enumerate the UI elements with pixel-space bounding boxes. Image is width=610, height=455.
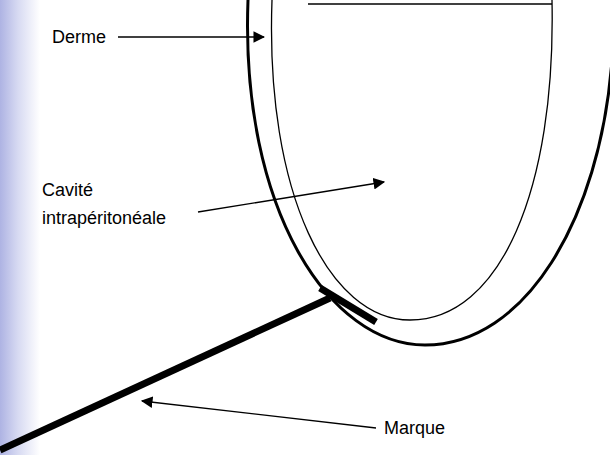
tag-label: Marque xyxy=(384,414,445,442)
tag-anchor xyxy=(320,288,376,322)
derme-pointer xyxy=(118,36,264,37)
cavity-pointer xyxy=(198,182,384,212)
outer-skin xyxy=(248,0,610,345)
slide-ground xyxy=(0,0,40,455)
cavity-wall xyxy=(271,0,552,320)
cavity-label: Cavité intrapéritonéale xyxy=(42,176,192,232)
tag-shaft xyxy=(0,298,330,450)
top-line xyxy=(308,3,552,5)
skin-label: Derme xyxy=(52,23,106,51)
tag-pointer xyxy=(142,401,376,428)
